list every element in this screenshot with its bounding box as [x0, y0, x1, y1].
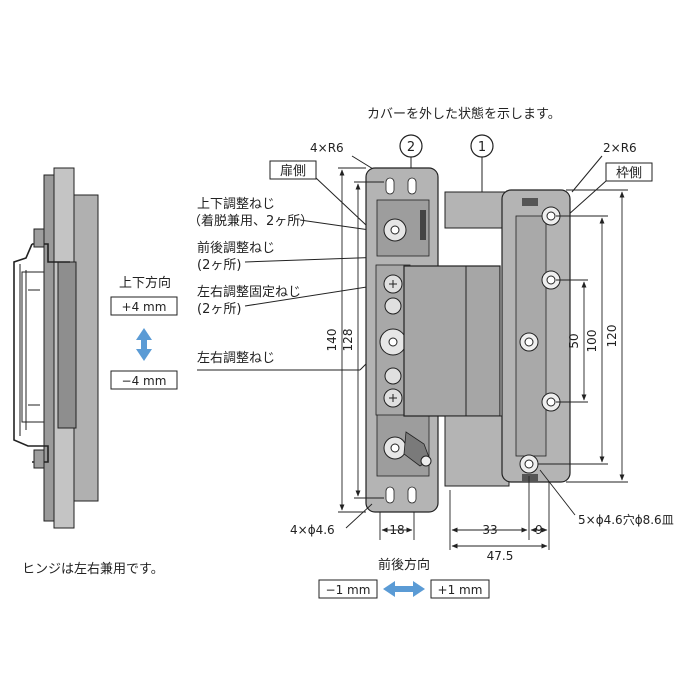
leader-depth-screw — [244, 256, 387, 263]
dim-33: 33 — [482, 523, 497, 537]
dimension-lines — [338, 167, 628, 550]
vertical-plus-label: +4 mm — [122, 300, 167, 314]
dim-frame-holes: 5×ϕ4.6穴ϕ8.6皿 — [578, 512, 674, 527]
depth-screw-note: (2ヶ所) — [197, 258, 241, 273]
vertical-minus-label: −4 mm — [122, 374, 167, 388]
dim-47-5: 47.5 — [487, 549, 514, 563]
vertical-direction-title: 上下方向 — [119, 275, 171, 291]
hinge-body — [403, 191, 510, 487]
frame-corner-radius: 2×R6 — [603, 141, 637, 155]
dim-140: 140 — [325, 329, 339, 352]
vertical-screw-label: 上下調整ねじ — [197, 197, 275, 212]
both-hands-note: ヒンジは左右兼用です。 — [22, 562, 164, 577]
vertical-plus-box — [110, 296, 178, 316]
depth-screw-label: 前後調整ねじ — [197, 240, 275, 256]
depth-minus-label: −1 mm — [326, 583, 371, 597]
door-side-label: 扉側 — [280, 163, 306, 179]
dim-9: 9 — [535, 523, 543, 537]
dim-50: 50 — [567, 333, 581, 348]
door-corner-radius: 4×R6 — [310, 141, 344, 155]
part-1-number: 1 — [478, 140, 486, 155]
lateral-lock-screw-note: (2ヶ所) — [197, 302, 241, 317]
vertical-minus-box — [110, 370, 178, 390]
depth-adjust-arrow — [383, 581, 425, 597]
frame-side-label: 枠側 — [616, 166, 642, 181]
part-2-number: 2 — [407, 140, 415, 155]
vertical-screw-note: （着脱兼用、2ヶ所） — [188, 213, 313, 229]
cover-removed-note: カバーを外した状態を示します。 — [367, 106, 561, 122]
leader-lateral-lock-screw — [244, 283, 387, 307]
dim-door-holes: 4×ϕ4.6 — [290, 523, 335, 537]
depth-plus-box — [430, 579, 490, 599]
frame-side-plate — [501, 189, 571, 483]
vertical-adjust-arrow — [136, 328, 152, 361]
frame-side-box — [605, 162, 653, 182]
dim-120: 120 — [605, 325, 619, 348]
lateral-screw-label: 左右調整ねじ — [197, 351, 275, 366]
depth-minus-box — [318, 579, 378, 599]
dim-100: 100 — [585, 330, 599, 353]
side-view — [13, 167, 99, 529]
dim-18: 18 — [389, 523, 404, 537]
depth-plus-label: +1 mm — [438, 583, 483, 597]
door-side-box — [269, 160, 317, 180]
lateral-lock-screw-label: 左右調整固定ねじ — [197, 285, 301, 300]
dim-128: 128 — [341, 329, 355, 352]
door-side-plate — [365, 167, 439, 513]
depth-direction-title: 前後方向 — [378, 557, 430, 573]
